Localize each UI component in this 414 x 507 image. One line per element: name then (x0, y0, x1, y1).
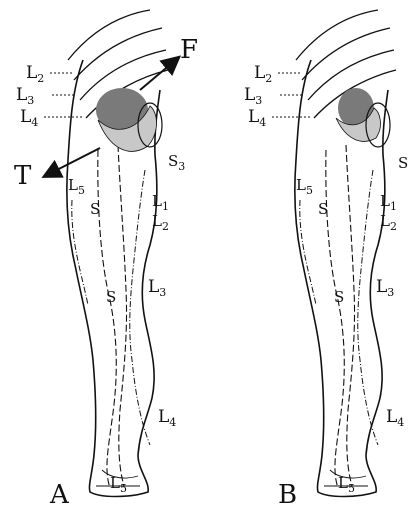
panel-b-caption: B (278, 480, 297, 507)
label-s-knee: S (106, 288, 116, 306)
label-l4: L4 (20, 107, 38, 129)
label-l3: L3 (244, 85, 262, 107)
label-leaders (272, 73, 310, 117)
label-l3-calf: L3 (148, 277, 166, 299)
label-l1-right: L1 (152, 192, 169, 213)
label-l5-foot: L5 (338, 474, 355, 495)
label-t: T (14, 161, 32, 191)
label-l5: L5 (68, 176, 85, 197)
label-l4-low: L4 (386, 407, 404, 429)
arrow-t (45, 148, 100, 176)
panel-a: F T L2 L3 L4 S3 L5 S L1 L2 L3 S L4 L5 A (14, 10, 198, 507)
panel-b: L2 L3 L4 S L5 S L1 L2 L3 S L4 L5 B (244, 10, 408, 507)
label-l1-right: L1 (380, 192, 397, 213)
label-l2: L2 (26, 63, 44, 85)
label-s-thigh: S (318, 200, 328, 218)
label-l4-low: L4 (158, 407, 176, 429)
label-s3: S3 (168, 152, 185, 173)
label-l2-right: L2 (152, 212, 169, 233)
label-l2-right: L2 (380, 212, 397, 233)
label-l5: L5 (296, 176, 313, 197)
label-s-thigh: S (90, 200, 100, 218)
label-s-hip: S (398, 154, 408, 172)
label-f: F (180, 35, 198, 65)
panel-a-caption: A (49, 480, 70, 507)
label-l2: L2 (254, 63, 272, 85)
label-l3: L3 (16, 85, 34, 107)
label-l4: L4 (248, 107, 266, 129)
arrow-f (140, 58, 178, 90)
label-leaders (44, 73, 82, 117)
label-s-knee: S (334, 288, 344, 306)
label-l3-calf: L3 (376, 277, 394, 299)
label-l5-foot: L5 (110, 474, 127, 495)
